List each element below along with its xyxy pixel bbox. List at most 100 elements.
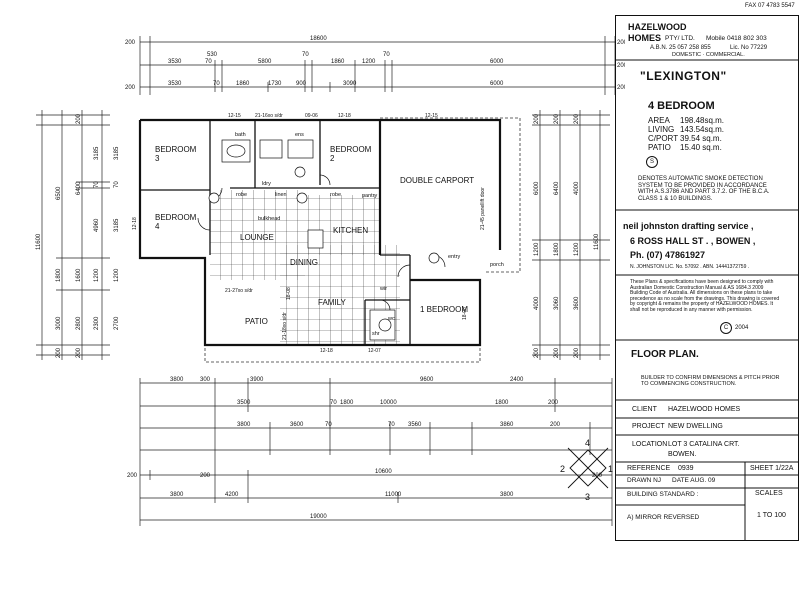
smoke-symbol: S — [649, 159, 654, 165]
room-label-dining: DINING — [290, 258, 318, 267]
right-dim-label: 200 — [554, 113, 560, 124]
location-value: LOT 3 CATALINA CRT. — [668, 441, 740, 448]
room-label-line: 3 — [155, 154, 160, 163]
fixture-label: ens — [295, 132, 304, 138]
window-code: 18-08 — [462, 307, 468, 320]
fixture-label: robe — [236, 192, 247, 198]
compass-label-2: 2 — [560, 464, 565, 474]
fixture-label: pantry — [362, 193, 378, 199]
right-dim-label: 1800 — [554, 242, 560, 256]
internal-walls — [140, 120, 411, 345]
copyright-symbol: C — [723, 325, 729, 331]
left-dimension-lines — [36, 110, 110, 360]
company-abn: A.B.N. 25 057 258 855 — [650, 45, 711, 51]
fixture-label: shr — [372, 331, 380, 337]
top-dim-label: 200 — [617, 85, 625, 91]
right-dim-label: 200 — [574, 113, 580, 124]
window-code: 09-06 — [305, 113, 318, 119]
top-dimension-labels: 200 18600 200 3530 530 70 5800 70 1860 1… — [125, 36, 625, 91]
smoke-detector-note: DENOTES AUTOMATIC SMOKE DETECTION SYSTEM… — [638, 176, 770, 202]
fixture-label: wc — [387, 316, 395, 322]
left-dim-label: 3185 — [94, 146, 100, 160]
copyright-icon: C — [720, 322, 732, 334]
fixture-labels: bath ens ldry linen pantry robe robe ent… — [235, 132, 504, 337]
fixture-label: wir — [379, 286, 387, 292]
fixture-label: bath — [235, 132, 246, 138]
area-value: 198.48sq.m. — [680, 116, 725, 125]
bottom-dim-label: 200 — [200, 473, 211, 479]
right-dim-label: 4000 — [534, 296, 540, 310]
specification-note: These Plans & specifications have been d… — [630, 279, 780, 313]
left-dim-label: 4960 — [94, 218, 100, 232]
bottom-dim-label: 10600 — [375, 469, 392, 475]
bottom-dim-label: 3500 — [237, 400, 251, 406]
drawn-by: DRAWN NJ — [627, 477, 662, 484]
left-dim-label: 70 — [114, 181, 120, 188]
reference-value: 0939 — [678, 465, 694, 472]
bottom-dim-label: 70 — [388, 422, 395, 428]
left-dim-label: 200 — [76, 113, 82, 124]
bottom-dim-label: 4200 — [225, 492, 239, 498]
top-dim-label: 3530 — [168, 81, 182, 87]
left-dim-label: 2300 — [94, 316, 100, 330]
top-dim-label: 70 — [213, 81, 220, 87]
left-dim-label: 6500 — [56, 186, 62, 200]
tiled-floor — [210, 190, 400, 345]
right-dim-label: 1200 — [534, 242, 540, 256]
left-dim-label: 70 — [94, 181, 100, 188]
smoke-detector-icons — [208, 192, 440, 264]
fixture-label: ldry — [262, 181, 271, 187]
right-dim-label: 3060 — [554, 296, 560, 310]
drafting-service-address: 6 ROSS HALL ST . , BOWEN , — [630, 236, 756, 246]
bottom-dim-label: 1800 — [495, 400, 509, 406]
left-dim-label: 1200 — [94, 268, 100, 282]
left-dim-label: 1800 — [56, 268, 62, 282]
company-name-line1: HAZELWOOD — [628, 22, 687, 32]
top-dim-label: 18600 — [310, 36, 327, 42]
bottom-dimension-labels: 3800 300 3900 9600 2400 3500 70 1800 100… — [127, 377, 603, 520]
room-label: BEDROOM — [155, 213, 197, 222]
fixture-label: bulkhead — [258, 216, 280, 222]
scale-value: 1 TO 100 — [757, 512, 786, 519]
builder-note: BUILDER TO CONFIRM DIMENSIONS & PITCH PR… — [641, 375, 780, 388]
bottom-dim-label: 11000 — [385, 492, 402, 498]
drafting-service-licence: N. JOHNSTON LIC. No. 57092 . ABN. 144413… — [630, 264, 750, 270]
top-dim-label: 6000 — [490, 59, 504, 65]
bottom-dim-label: 1800 — [340, 400, 354, 406]
room-label-patio: PATIO — [245, 317, 268, 326]
right-dimension-lines — [532, 110, 610, 360]
window-code: 21-27xo s/dr — [225, 288, 253, 294]
area-value: 143.54sq.m. — [680, 125, 725, 134]
reference-label: REFERENCE — [627, 465, 671, 472]
project-value: NEW DWELLING — [668, 423, 723, 430]
area-label: LIVING — [648, 125, 675, 134]
external-dashed-outlines — [204, 117, 521, 363]
right-dim-label: 200 — [574, 347, 580, 358]
top-dim-label: 1860 — [236, 81, 250, 87]
area-label: PATIO — [648, 143, 671, 152]
bedroom-count: 4 BEDROOM — [648, 100, 715, 112]
window-code: 12-15 — [228, 113, 241, 119]
fixture-label: entry — [448, 254, 460, 260]
bottom-dim-label: 3560 — [408, 422, 422, 428]
drafting-service-phone: Ph. (07) 47861927 — [630, 250, 706, 260]
top-dim-label: 530 — [207, 52, 218, 58]
window-code: 21-16xo s/dr — [255, 113, 283, 119]
bottom-dim-label: 200 — [548, 400, 559, 406]
scales-label: SCALES — [755, 490, 783, 497]
bottom-dim-label: 3800 — [170, 377, 184, 383]
bottom-dim-label: 3600 — [290, 422, 304, 428]
company-name-line2: HOMES — [628, 33, 662, 43]
wet-area-fixtures — [221, 139, 396, 341]
right-dim-label: 1200 — [574, 242, 580, 256]
compass-label-1: 1 — [608, 464, 613, 474]
room-label-family: FAMILY — [318, 298, 347, 307]
location-label: LOCATION — [632, 441, 668, 448]
building-standard-label: BUILDING STANDARD : — [627, 491, 699, 498]
right-dim-label: 6400 — [554, 181, 560, 195]
left-dim-label: 3185 — [114, 218, 120, 232]
room-label-line: 4 — [155, 222, 160, 231]
